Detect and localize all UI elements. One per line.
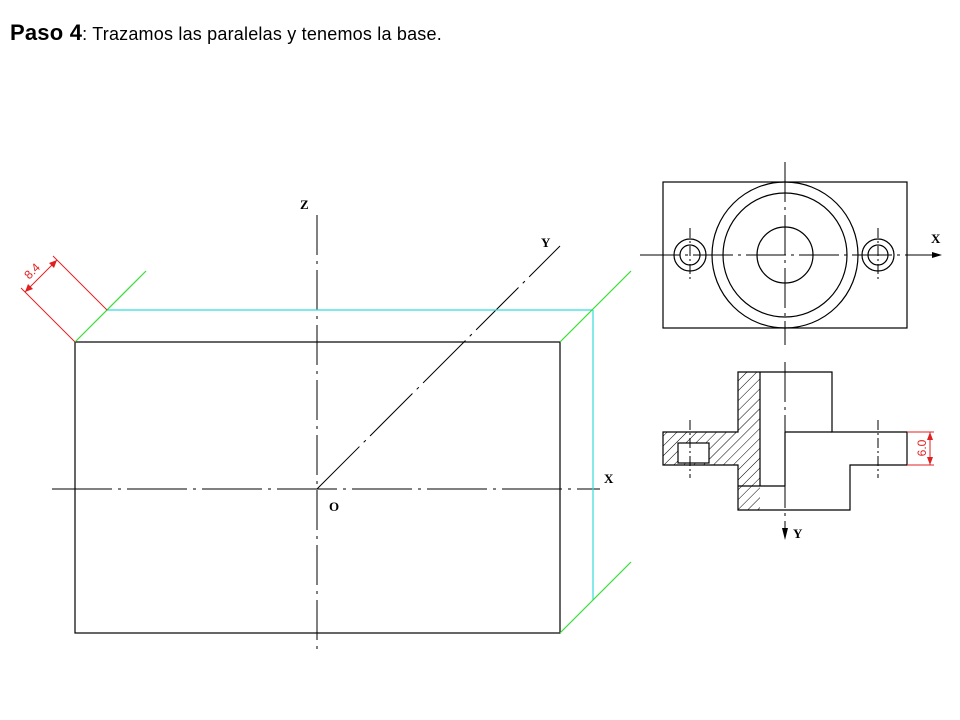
x-axis-label: X bbox=[604, 471, 614, 486]
hatched-left-section bbox=[663, 372, 760, 510]
parallel-line-bottom-right bbox=[559, 561, 632, 634]
middle-circle bbox=[722, 192, 848, 318]
y-axis-label: Y bbox=[541, 235, 551, 250]
plan-view: X bbox=[640, 162, 942, 345]
page-title: Paso 4: Trazamos las paralelas y tenemos… bbox=[10, 20, 442, 45]
isometric-construction: 8.4 Z Y X O bbox=[20, 197, 632, 652]
step-description: Trazamos las paralelas y tenemos la base… bbox=[92, 24, 442, 44]
section-y-arrow bbox=[782, 528, 788, 540]
y-axis-line bbox=[316, 245, 561, 490]
z-axis-label: Z bbox=[300, 197, 309, 212]
step-label: Paso 4 bbox=[10, 20, 83, 45]
parallel-line-top-right bbox=[559, 270, 632, 343]
parallel-line-top-left bbox=[74, 270, 147, 343]
section-y-label: Y bbox=[793, 526, 803, 541]
section-view: Y 6.0 bbox=[662, 362, 934, 541]
front-face-rectangle bbox=[74, 341, 561, 634]
thickness-dimension-label: 6.0 bbox=[915, 439, 929, 456]
counterbore-rectangle bbox=[677, 442, 710, 464]
origin-label: O bbox=[329, 499, 339, 514]
offset-dimension: 8.4 bbox=[20, 255, 108, 343]
thickness-dimension: 6.0 bbox=[907, 431, 934, 466]
plan-x-label: X bbox=[931, 231, 941, 246]
bore-circle bbox=[756, 226, 814, 284]
outer-circle bbox=[711, 181, 859, 329]
offset-dimension-label: 8.4 bbox=[21, 260, 43, 282]
plan-x-arrow bbox=[932, 252, 942, 258]
